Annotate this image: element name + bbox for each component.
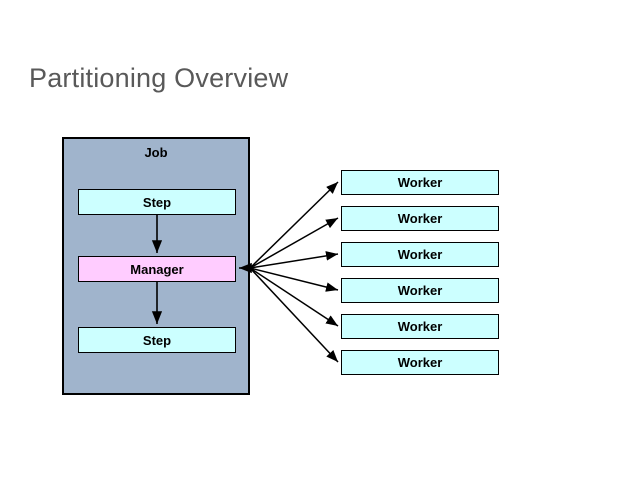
- connector-manager-to-worker-2: [249, 217, 339, 269]
- worker-box[interactable]: Worker: [341, 350, 499, 375]
- manager-box[interactable]: Manager: [78, 256, 236, 282]
- step-box-bottom[interactable]: Step: [78, 327, 236, 353]
- page-title: Partitioning Overview: [29, 63, 289, 93]
- step-box-top[interactable]: Step: [78, 189, 236, 215]
- worker-box[interactable]: Worker: [341, 206, 499, 231]
- connector-manager-to-worker-6: [249, 267, 339, 363]
- connector-manager-to-worker-5: [249, 267, 339, 327]
- job-label: Job: [144, 145, 168, 160]
- connector-manager-to-worker-3: [249, 251, 339, 269]
- worker-box[interactable]: Worker: [341, 314, 499, 339]
- connector-manager-to-worker-1: [249, 181, 339, 269]
- connector-manager-to-worker-4: [249, 267, 339, 292]
- worker-box[interactable]: Worker: [341, 242, 499, 267]
- worker-box[interactable]: Worker: [341, 170, 499, 195]
- worker-box[interactable]: Worker: [341, 278, 499, 303]
